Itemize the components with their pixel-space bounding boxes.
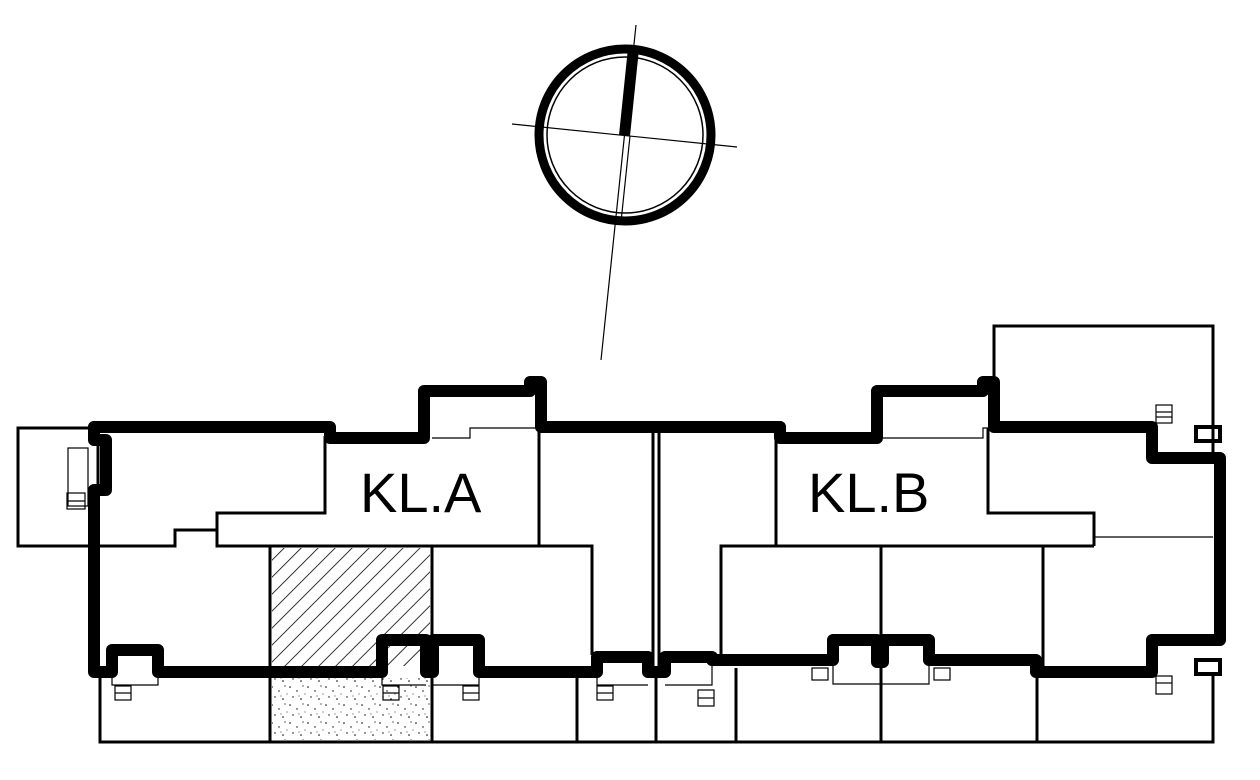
room-outlines	[16, 324, 1215, 744]
block-b-label: KL.B	[808, 461, 929, 524]
hatched-stair-area	[272, 548, 430, 666]
exterior-walls	[88, 376, 1226, 678]
drain-details	[66, 404, 1222, 707]
block-a-label: KL.A	[360, 461, 482, 524]
speckled-terrace-area	[272, 678, 430, 740]
compass-north-arrow-icon	[511, 24, 738, 361]
